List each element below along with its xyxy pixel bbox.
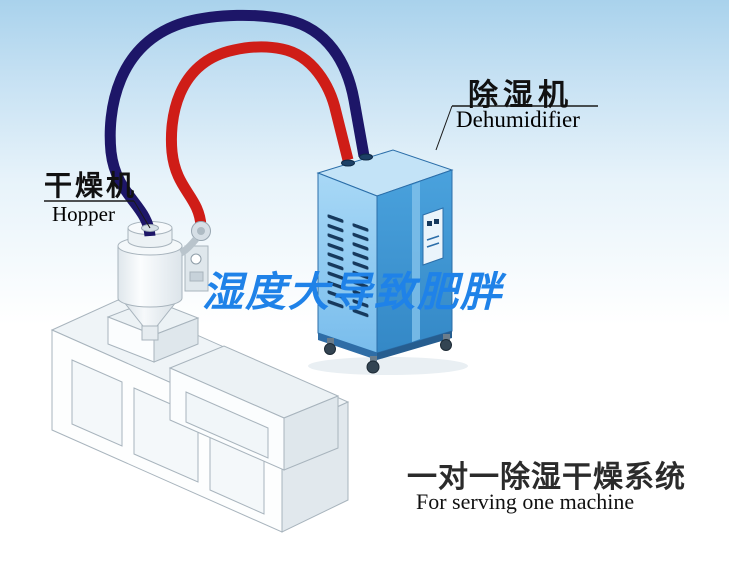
dehumidifier-label-en: Dehumidifier: [456, 107, 580, 132]
dehumidifier-pointer-line: [435, 105, 453, 151]
vent-grille: [350, 222, 370, 321]
hopper-gauge: [190, 253, 202, 265]
caster-wheels: [324, 334, 452, 374]
dehumidifier-control-panel: [422, 207, 444, 266]
hopper-body: [117, 246, 183, 308]
vent-grille: [325, 213, 345, 312]
pipe-ports: [141, 153, 373, 257]
hopper-label-en: Hopper: [52, 202, 115, 226]
callout-lines: [44, 105, 598, 229]
hopper-pointer-line: [133, 200, 151, 229]
machine-guard-window: [185, 391, 269, 459]
dehumidifier-graphic: [308, 149, 468, 375]
extruder-machine-graphic: [50, 299, 350, 533]
supply-air-pipe: [165, 41, 354, 227]
watermark-title: 湿度大导致肥胖: [202, 269, 503, 315]
dehumidifier-label-zh: 除湿机: [468, 79, 573, 112]
machine-front-panel: [71, 359, 123, 447]
cabinet-shadow: [308, 357, 468, 375]
return-air-pipe: [104, 9, 370, 237]
hopper-label-zh: 干燥机: [44, 170, 138, 201]
caption-zh: 一对一除湿干燥系统: [407, 461, 686, 494]
caption-en: For serving one machine: [416, 489, 635, 514]
